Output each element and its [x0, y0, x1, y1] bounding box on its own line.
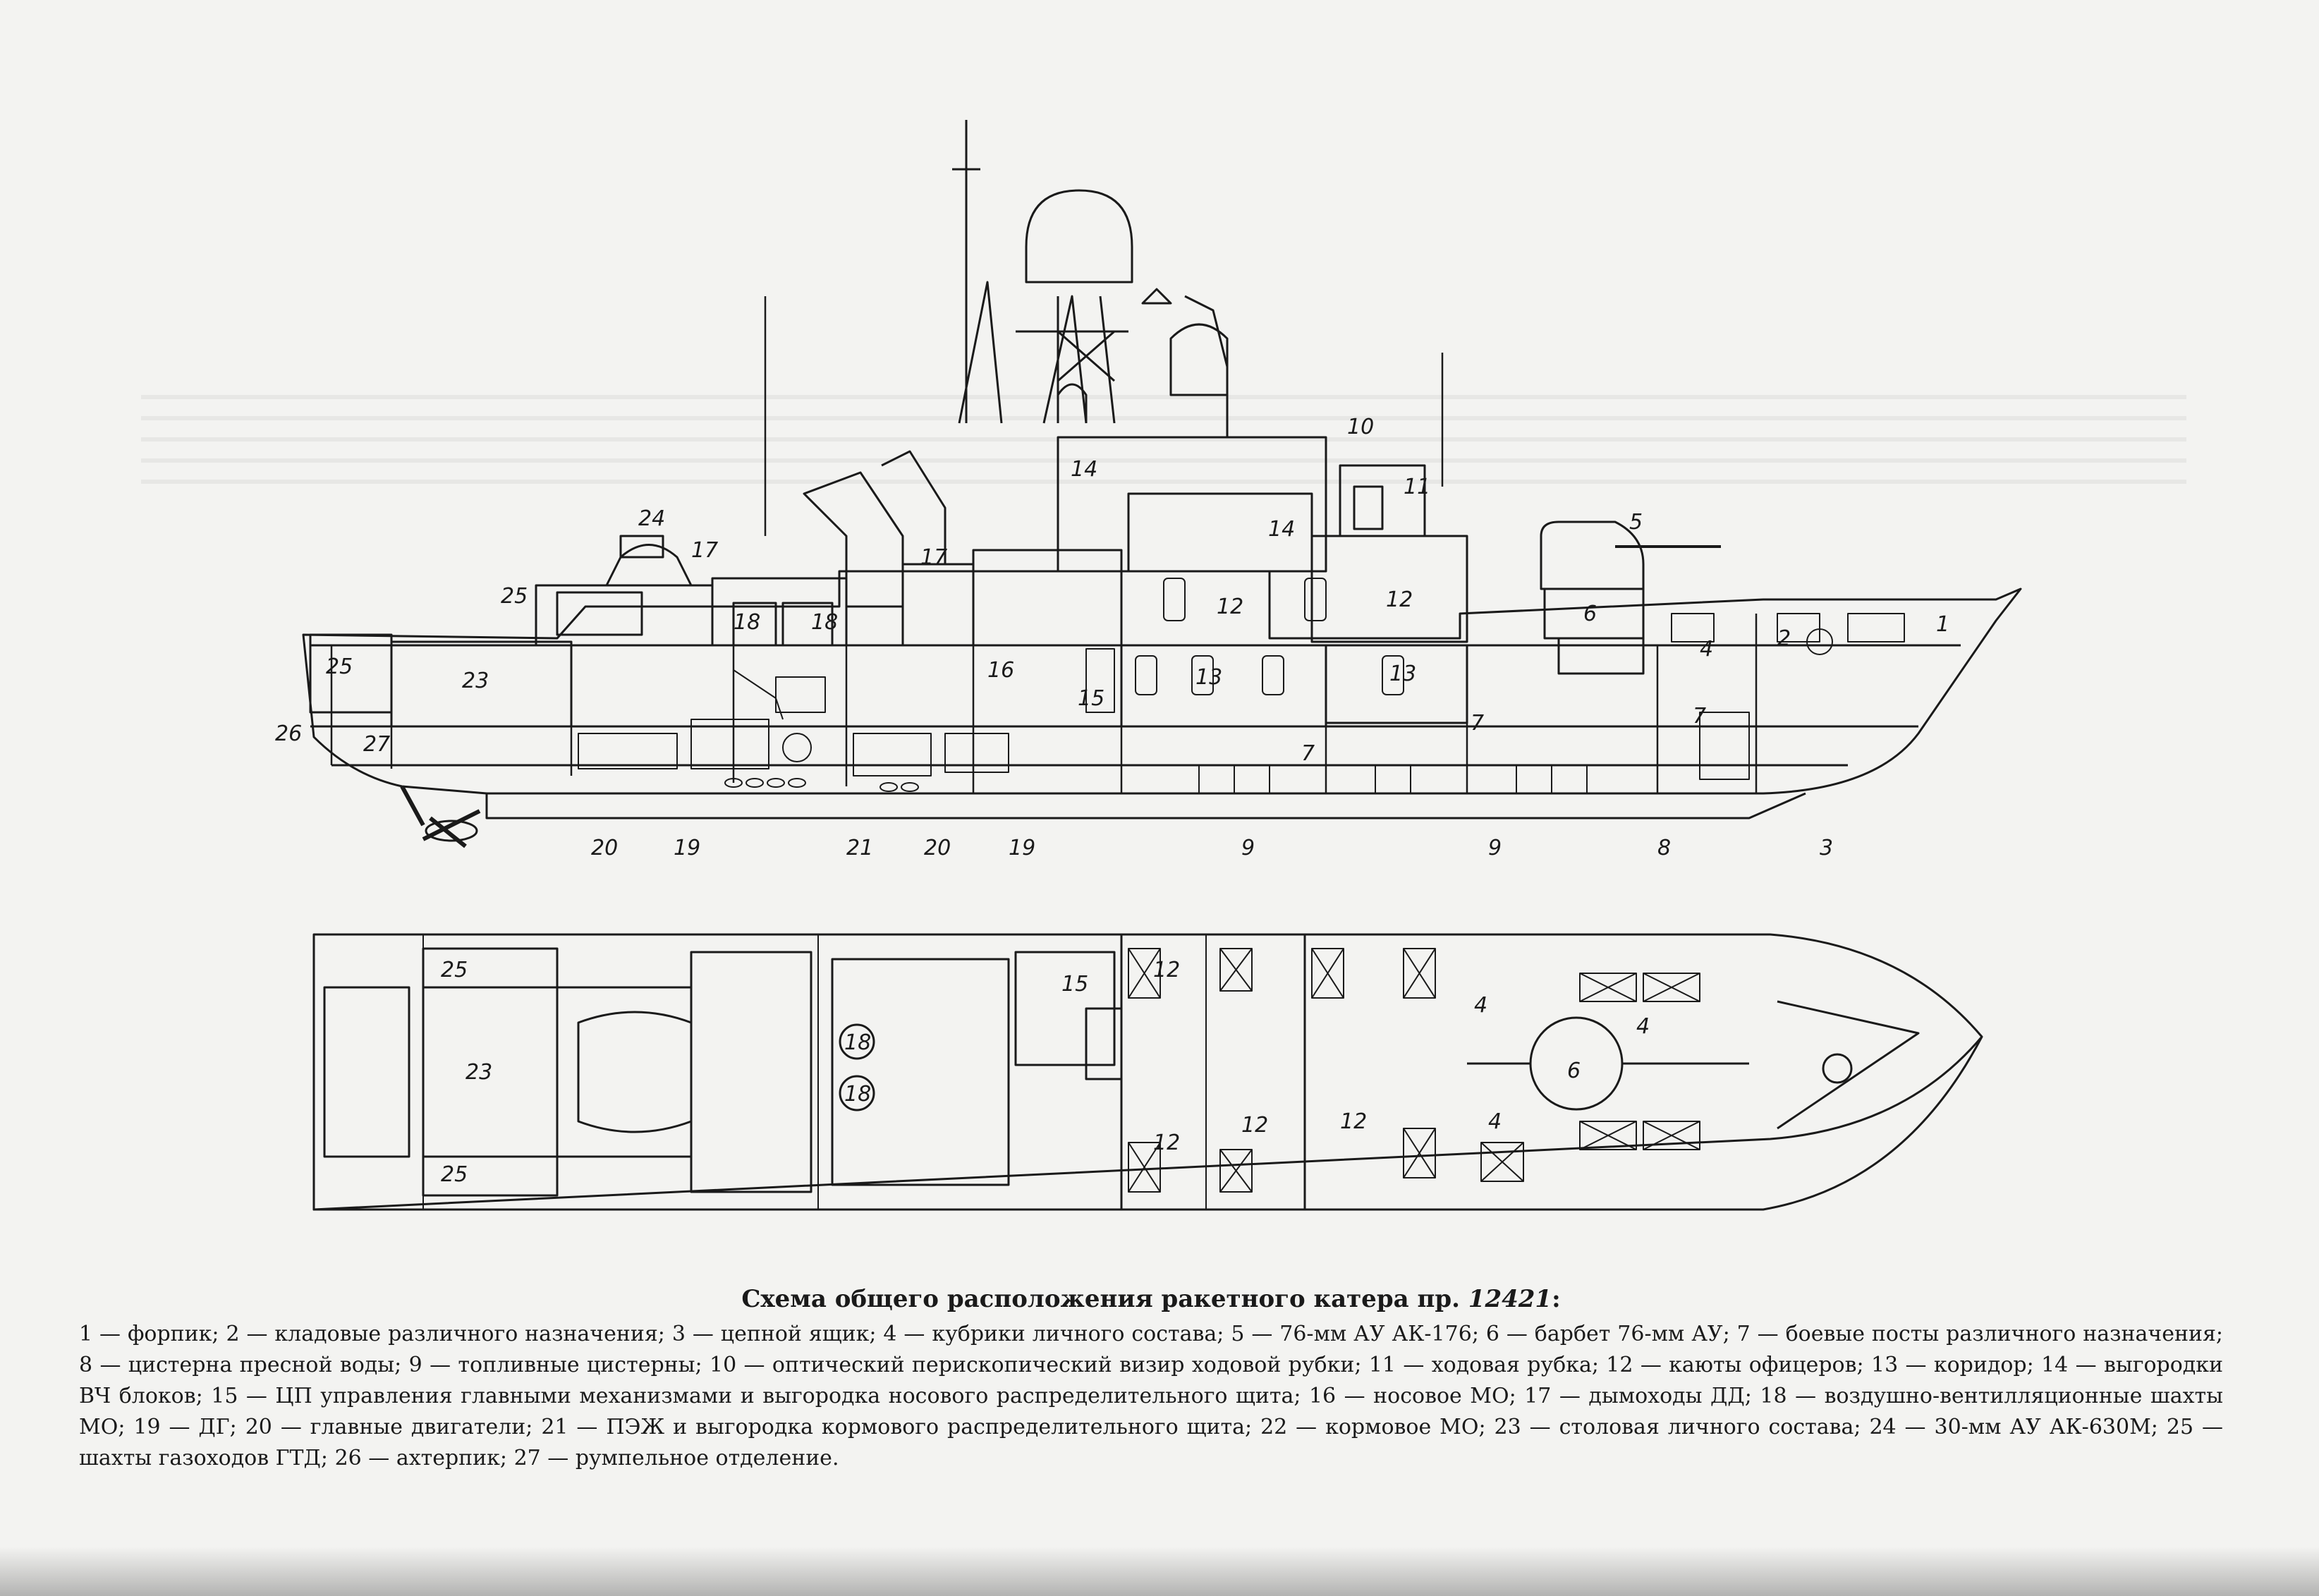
radar-radome: [1025, 189, 1133, 284]
ak630-turret: [605, 544, 693, 587]
figure-caption: Схема общего расположения ракетного кате…: [79, 1285, 2223, 1474]
callout-16: 16: [987, 658, 1014, 683]
plan-callout-6: 6: [1567, 1059, 1581, 1083]
callout-19-aft: 19: [674, 836, 700, 860]
legend-entry-23: 23 — столовая личного состава;: [1494, 1415, 1870, 1439]
legend-entry-4: 4 — кубрики личного состава;: [883, 1322, 1231, 1346]
plan-callout-12-a: 12: [1153, 958, 1180, 982]
legend-entry-22: 22 — кормовое МО;: [1260, 1415, 1495, 1439]
bleed-through-text: [141, 395, 2186, 494]
funnel-17: [803, 471, 904, 608]
callout-2: 2: [1777, 626, 1791, 651]
callout-18-aft: 18: [734, 610, 760, 635]
plan-callout-23: 23: [465, 1060, 492, 1085]
legend-entry-2: 2 — кладовые различного назначения;: [226, 1322, 672, 1346]
legend-entry-5: 5 — 76-мм АУ АК-176;: [1231, 1322, 1486, 1346]
legend-entry-24: 24 — 30-мм АУ АК-630М;: [1869, 1415, 2167, 1439]
callout-24: 24: [638, 506, 665, 531]
legend-entry-21: 21 — ПЭЖ и выгородка кормового распредел…: [541, 1415, 1261, 1439]
callout-20-aft: 20: [591, 836, 618, 860]
caption-title-text: Схема общего расположения ракетного кате…: [741, 1285, 1460, 1313]
legend-entry-13: 13 — коридор;: [1870, 1353, 2042, 1377]
main-mast: [958, 127, 1128, 424]
callout-13-aft: 13: [1195, 665, 1222, 690]
plan-callout-4-b: 4: [1636, 1014, 1650, 1039]
shaft-18-port: [839, 1023, 875, 1060]
ak176-turret: [1540, 520, 1645, 590]
callout-25-upper: 25: [501, 584, 528, 609]
plan-callout-15: 15: [1061, 972, 1088, 997]
caption-legend: 1 — форпик; 2 — кладовые различного назн…: [79, 1319, 2223, 1474]
callout-1: 1: [1936, 612, 1949, 637]
legend-entry-11: 11 — ходовая рубка;: [1368, 1353, 1607, 1377]
legend-entry-6: 6 — барбет 76-мм АУ;: [1485, 1322, 1737, 1346]
callout-21: 21: [846, 836, 873, 860]
callout-25-lower: 25: [326, 654, 353, 679]
callout-7-aft: 7: [1301, 741, 1315, 766]
legend-entry-27: 27 — румпельное отделение.: [513, 1446, 839, 1470]
legend-entry-16: 16 — носовое МО;: [1308, 1384, 1525, 1408]
callout-27: 27: [363, 732, 390, 757]
callout-7-fwd: 7: [1693, 704, 1706, 729]
caption-title-suffix: :: [1552, 1285, 1561, 1313]
plan-callout-18-port: 18: [844, 1030, 871, 1055]
plan-callout-12-b: 12: [1153, 1131, 1180, 1155]
callout-17-fwd: 17: [920, 545, 947, 570]
callout-19-fwd: 19: [1009, 836, 1035, 860]
callout-13-fwd: 13: [1389, 662, 1416, 686]
legend-entry-26: 26 — ахтерпик;: [334, 1446, 514, 1470]
callout-11: 11: [1404, 475, 1430, 499]
callout-23: 23: [462, 669, 489, 693]
callout-17-aft: 17: [691, 538, 718, 563]
legend-entry-7: 7 — боевые посты различного назначения;: [1736, 1322, 2223, 1346]
callout-26: 26: [275, 721, 302, 746]
side-elevation: [302, 120, 2022, 848]
plan-callout-4-a: 4: [1474, 993, 1487, 1018]
callout-9-fwd: 9: [1488, 836, 1502, 860]
callout-12-aft: 12: [1217, 595, 1243, 619]
callout-8: 8: [1657, 836, 1671, 860]
legend-entry-19: 19 — ДГ;: [133, 1415, 245, 1439]
plan-callout-18-stbd: 18: [844, 1082, 871, 1107]
plan-callout-12-c: 12: [1241, 1113, 1268, 1138]
callout-6: 6: [1583, 602, 1597, 626]
plan-callout-12-d: 12: [1340, 1109, 1367, 1134]
plan-outline: [312, 933, 1983, 1211]
callout-4: 4: [1700, 637, 1713, 662]
callout-10: 10: [1347, 415, 1374, 439]
callout-18-fwd: 18: [811, 610, 838, 635]
callout-7-mid: 7: [1471, 711, 1484, 736]
legend-entry-8: 8 — цистерна пресной воды;: [79, 1353, 409, 1377]
callout-3: 3: [1820, 836, 1833, 860]
callout-15: 15: [1078, 686, 1104, 711]
scan-edge-shadow: [0, 1547, 2319, 1596]
plan-callout-25-lower: 25: [441, 1162, 468, 1187]
legend-entry-12: 12 — каюты офицеров;: [1606, 1353, 1871, 1377]
plan-view: [312, 933, 1983, 1211]
callout-14-upper: 14: [1071, 457, 1097, 482]
plan-callout-4-c: 4: [1488, 1109, 1502, 1134]
legend-entry-9: 9 — топливные цистерны;: [408, 1353, 710, 1377]
legend-entry-18: 18 — воздушно-вентилляционные шахты МО;: [79, 1384, 2224, 1439]
project-number: 12421: [1468, 1285, 1552, 1313]
shaft-18-stbd: [839, 1075, 875, 1111]
callout-9-aft: 9: [1241, 836, 1255, 860]
callout-14-lower: 14: [1268, 517, 1295, 542]
callout-20-fwd: 20: [924, 836, 951, 860]
legend-entry-20: 20 — главные двигатели;: [245, 1415, 542, 1439]
callout-12-fwd: 12: [1386, 587, 1413, 612]
legend-entry-14: 14 — выгородки ВЧ блоков;: [79, 1353, 2224, 1408]
callout-5: 5: [1629, 510, 1643, 535]
legend-entry-25: 25 — шахты газоходов ГТД;: [79, 1415, 2223, 1470]
legend-entry-17: 17 — дымоходы ДД;: [1524, 1384, 1760, 1408]
legend-entry-10: 10 — оптический перископический визир хо…: [710, 1353, 1369, 1377]
legend-entry-15: 15 — ЦП управления главными механизмами …: [211, 1384, 1309, 1408]
legend-entry-3: 3 — цепной ящик;: [671, 1322, 884, 1346]
legend-entry-1: 1 — форпик;: [79, 1322, 226, 1346]
plan-callout-25-upper: 25: [441, 958, 468, 982]
ship-drawing: 24 25 25 23 26 27 17 17 18 18 14 14 16 1…: [275, 120, 2022, 1211]
hull-outline: [302, 570, 2022, 795]
caption-title: Схема общего расположения ракетного кате…: [79, 1285, 2223, 1313]
